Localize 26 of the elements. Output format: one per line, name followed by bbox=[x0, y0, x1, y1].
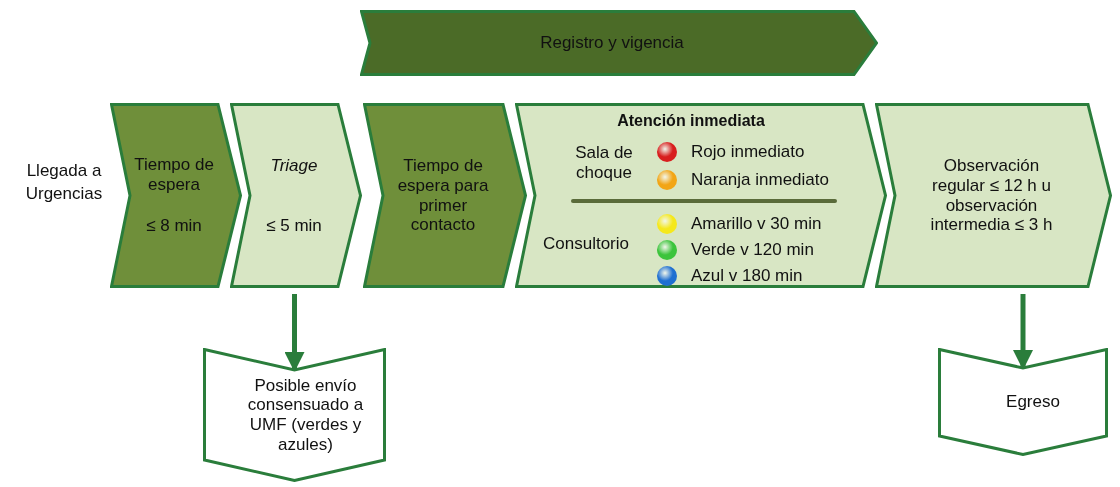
node-text: ≤ 8 min bbox=[146, 216, 202, 236]
legend-text: Verde v 120 min bbox=[691, 239, 814, 261]
area-label: Sala de choque bbox=[574, 143, 634, 184]
chevron-shape bbox=[363, 103, 527, 288]
legend-text: Naranja inmediato bbox=[691, 169, 829, 191]
node-text: Tiempo de espera para primer contacto bbox=[396, 156, 490, 235]
node-text: Triage bbox=[270, 155, 318, 176]
legend-text: Azul v 180 min bbox=[691, 265, 803, 287]
start-label: Llegada a Urgencias bbox=[24, 160, 104, 205]
node-text: Posible envío consensuado a UMF (verdes y azules) bbox=[246, 375, 365, 455]
area-label: Consultorio bbox=[543, 233, 629, 255]
chevron-shape bbox=[110, 103, 242, 288]
chevron-shape bbox=[230, 103, 362, 288]
outcome-shape bbox=[203, 348, 386, 482]
section-heading: Atención inmediata bbox=[616, 111, 766, 131]
chevron-shape bbox=[875, 103, 1112, 288]
node-text: Tiempo de espera bbox=[133, 155, 215, 195]
node-text: Observación regular ≤ 12 h u observación intermedia ≤ 3 h bbox=[929, 156, 1054, 235]
node-text: Registro y vigencia bbox=[540, 33, 684, 53]
legend-text: Rojo inmediato bbox=[691, 141, 805, 163]
chevron-shape bbox=[515, 103, 887, 288]
chevron-shape bbox=[360, 10, 878, 76]
node-text: Egreso bbox=[1006, 392, 1060, 412]
legend-text: Amarillo v 30 min bbox=[691, 213, 822, 235]
outcome-shape bbox=[938, 348, 1108, 456]
node-text: ≤ 5 min bbox=[266, 215, 322, 236]
